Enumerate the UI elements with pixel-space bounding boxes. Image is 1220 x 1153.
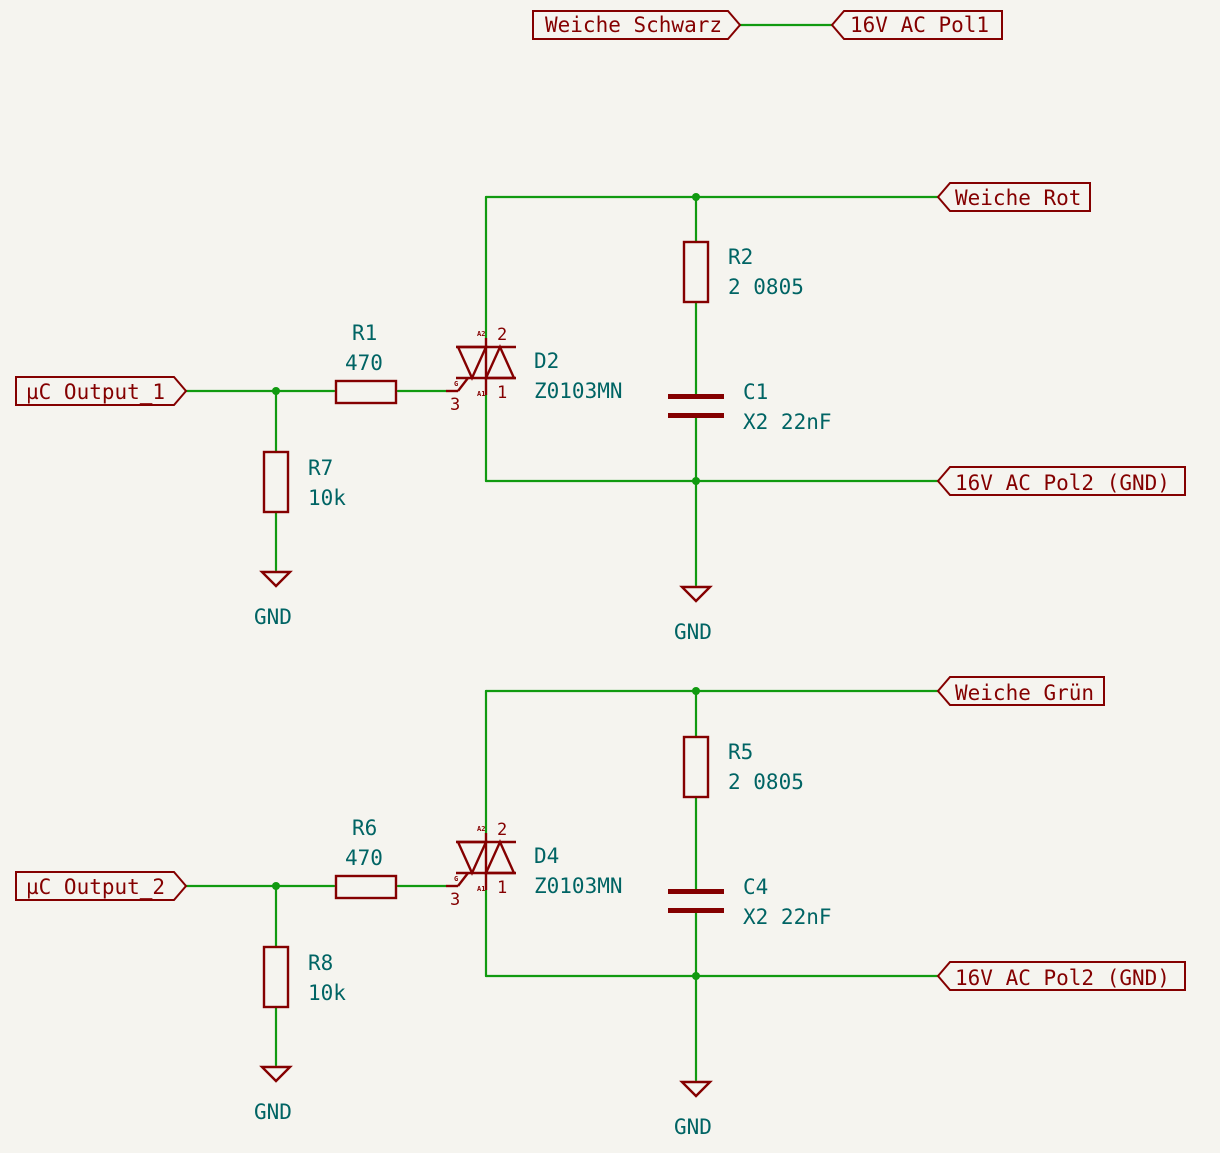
resistor-r2[interactable] xyxy=(682,240,710,304)
value-r6: 470 xyxy=(345,846,383,870)
value-d4: Z0103MN xyxy=(534,874,623,898)
capacitor-plate xyxy=(668,394,724,399)
ref-d4: D4 xyxy=(534,844,559,868)
value-r5: 2 0805 xyxy=(728,770,804,794)
value-r8: 10k xyxy=(308,981,346,1005)
net-weiche-schwarz: Weiche Schwarz 16V AC Pol1 xyxy=(532,10,1003,40)
junction-dot xyxy=(692,193,700,201)
junction-dot xyxy=(272,387,280,395)
triac-arrow xyxy=(484,839,516,875)
label-text-weiche-gruen: Weiche Grün xyxy=(955,681,1094,705)
pin-name-a1: A1 xyxy=(477,390,485,398)
resistor-r7[interactable] xyxy=(262,450,290,514)
triac-arrow xyxy=(456,840,488,876)
pin-number-g: 3 xyxy=(450,395,460,415)
pin-number-a1: 1 xyxy=(497,878,507,898)
pin-number-a1: 1 xyxy=(497,383,507,403)
ref-d2: D2 xyxy=(534,349,559,373)
ref-r5: R5 xyxy=(728,740,753,764)
triac-d4[interactable] xyxy=(446,833,516,890)
hier-label-ac-pol2-top[interactable] xyxy=(936,466,1186,496)
gnd-label: GND xyxy=(674,620,712,644)
triac-arrow xyxy=(456,345,488,381)
ref-r7: R7 xyxy=(308,456,333,480)
hier-label-weiche-schwarz[interactable] xyxy=(532,10,742,40)
triac-d2[interactable] xyxy=(446,338,516,395)
hier-label-weiche-rot[interactable] xyxy=(936,182,1091,212)
junction-dot xyxy=(692,687,700,695)
capacitor-plate xyxy=(668,908,724,913)
gnd-label: GND xyxy=(674,1115,712,1139)
gnd-label: GND xyxy=(254,1100,292,1124)
capacitor-c4[interactable] xyxy=(668,889,724,913)
label-text-ac-pol1: 16V AC Pol1 xyxy=(850,13,989,37)
label-text-ac-pol2-bottom: 16V AC Pol2 (GND) xyxy=(955,966,1170,990)
junction-dot xyxy=(692,477,700,485)
value-r1: 470 xyxy=(345,351,383,375)
value-r7: 10k xyxy=(308,486,346,510)
value-c4: X2 22nF xyxy=(743,905,832,929)
value-d2: Z0103MN xyxy=(534,379,623,403)
capacitor-c1[interactable] xyxy=(668,394,724,418)
value-c1: X2 22nF xyxy=(743,410,832,434)
pin-name-a2: A2 xyxy=(477,330,485,338)
ref-r1: R1 xyxy=(352,321,377,345)
wires-channel-2 xyxy=(184,687,940,1082)
ref-c4: C4 xyxy=(743,875,768,899)
channel-2: µC Output_2 R6 470 R8 10k GND 2 1 3 A2 A… xyxy=(15,676,1186,1139)
label-text-ac-pol2-top: 16V AC Pol2 (GND) xyxy=(955,471,1170,495)
junction-dot xyxy=(272,882,280,890)
resistor-r6[interactable] xyxy=(334,874,398,900)
label-text-weiche-schwarz: Weiche Schwarz xyxy=(545,13,722,37)
hier-label-uc-output-1[interactable] xyxy=(15,376,188,406)
junction-dot xyxy=(692,972,700,980)
pin-name-a1: A1 xyxy=(477,885,485,893)
gnd-symbol xyxy=(679,585,713,603)
ref-c1: C1 xyxy=(743,380,768,404)
ref-r8: R8 xyxy=(308,951,333,975)
pin-name-g: G xyxy=(454,380,458,388)
wires-channel-1 xyxy=(184,193,940,587)
gnd-label: GND xyxy=(254,605,292,629)
channel-1: µC Output_1 R1 470 R7 10k GND 2 1 3 A2 A… xyxy=(15,182,1186,644)
resistor-r8[interactable] xyxy=(262,945,290,1009)
triac-gate xyxy=(457,872,469,887)
triac-arrow xyxy=(484,344,516,380)
gnd-symbol xyxy=(679,1080,713,1098)
pin-name-g: G xyxy=(454,875,458,883)
label-text-weiche-rot: Weiche Rot xyxy=(955,186,1081,210)
hier-label-uc-output-2[interactable] xyxy=(15,871,188,901)
label-text-uc-output-2: µC Output_2 xyxy=(26,875,165,899)
resistor-r5[interactable] xyxy=(682,735,710,799)
hier-label-weiche-gruen[interactable] xyxy=(936,676,1105,706)
pin-number-g: 3 xyxy=(450,890,460,910)
label-text-uc-output-1: µC Output_1 xyxy=(26,380,165,404)
ref-r6: R6 xyxy=(352,816,377,840)
pin-number-a2: 2 xyxy=(497,325,507,345)
value-r2: 2 0805 xyxy=(728,275,804,299)
resistor-r1[interactable] xyxy=(334,379,398,405)
pin-name-a2: A2 xyxy=(477,825,485,833)
pin-number-a2: 2 xyxy=(497,820,507,840)
hier-label-ac-pol1[interactable] xyxy=(830,10,1003,40)
hier-label-ac-pol2-bottom[interactable] xyxy=(936,961,1186,991)
triac-gate xyxy=(457,377,469,392)
ref-r2: R2 xyxy=(728,245,753,269)
capacitor-plate xyxy=(668,889,724,894)
gnd-symbol xyxy=(259,1065,293,1083)
gnd-symbol xyxy=(259,570,293,588)
capacitor-plate xyxy=(668,413,724,418)
